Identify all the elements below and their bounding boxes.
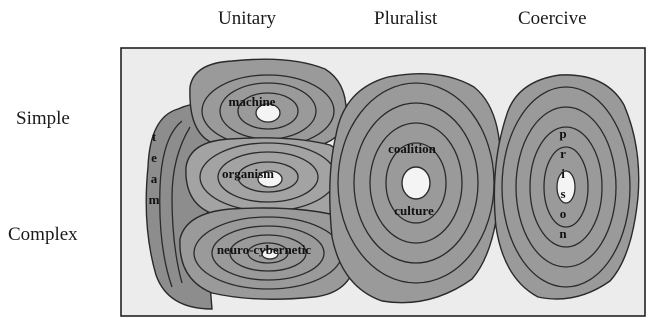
- label-neuro-cybernetic: neuro-cybernetic: [217, 242, 312, 257]
- label-machine: machine: [229, 94, 276, 109]
- prison-letter: p: [559, 126, 566, 141]
- team-letter: m: [149, 192, 160, 207]
- row-label-simple: Simple: [16, 108, 70, 130]
- row-label-complex: Complex: [8, 224, 78, 246]
- column-header-pluralist: Pluralist: [374, 8, 437, 30]
- team-letter: t: [152, 129, 157, 144]
- coalition-culture-blob: [330, 74, 501, 303]
- team-letter: e: [151, 150, 157, 165]
- prison-blob: [494, 75, 638, 299]
- prison-letter: s: [560, 186, 565, 201]
- prison-letter: n: [559, 226, 567, 241]
- metaphor-diagram: machine organism neuro-cybernetic coalit…: [120, 47, 646, 317]
- prison-letter: i: [561, 166, 565, 181]
- label-organism: organism: [222, 166, 274, 181]
- prison-letter: o: [560, 206, 567, 221]
- label-culture: culture: [394, 203, 434, 218]
- column-header-unitary: Unitary: [218, 8, 276, 30]
- column-header-coercive: Coercive: [518, 8, 587, 30]
- label-coalition: coalition: [388, 141, 436, 156]
- prison-letter: r: [560, 146, 566, 161]
- team-letter: a: [151, 171, 158, 186]
